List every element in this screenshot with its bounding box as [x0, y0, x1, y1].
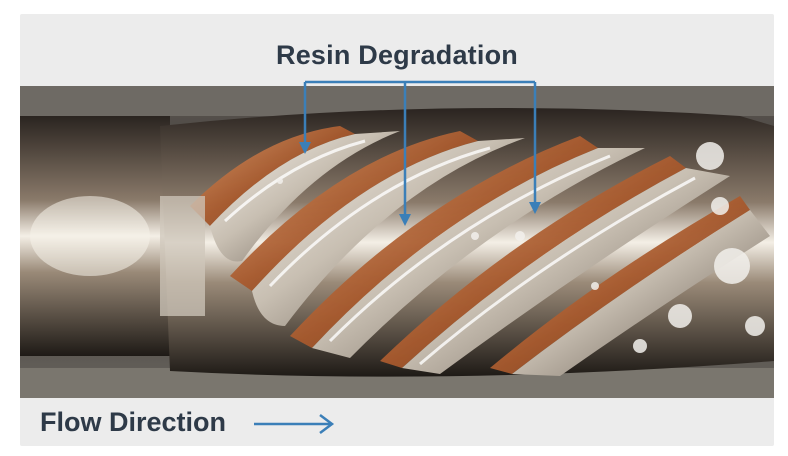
flow-direction-label: Flow Direction: [40, 407, 227, 437]
title-band: Resin Degradation: [20, 14, 774, 86]
figure-title: Resin Degradation: [276, 40, 518, 70]
screw-photo: [20, 86, 774, 398]
figure-frame: Resin Degradation: [20, 14, 774, 446]
arrow-right-icon: [254, 414, 335, 434]
